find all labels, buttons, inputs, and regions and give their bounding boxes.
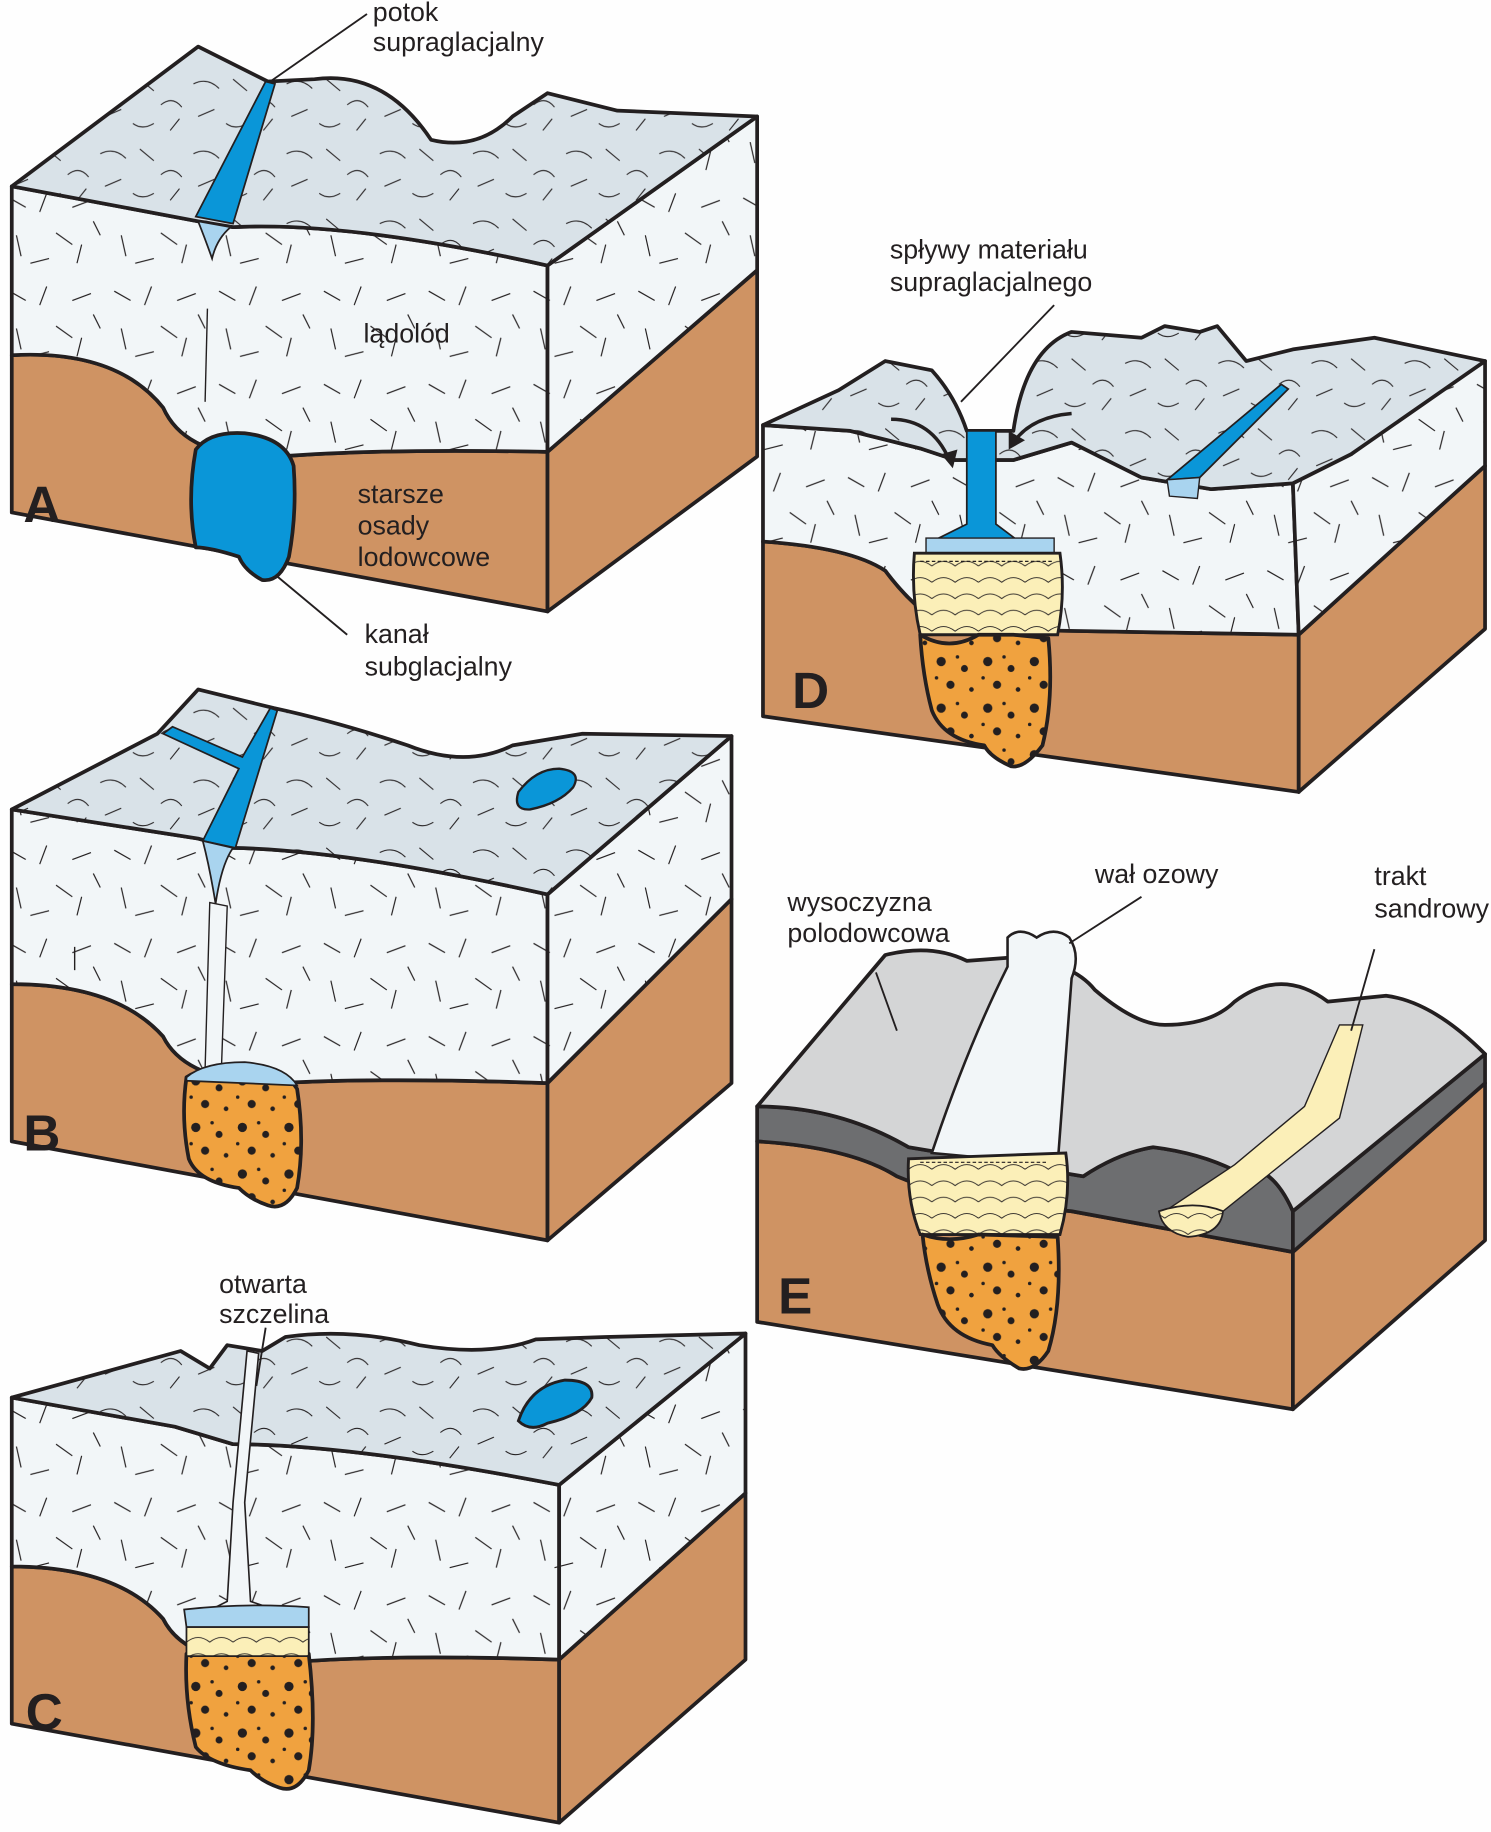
label-trakt-2: sandrowy: [1374, 894, 1489, 924]
panel-b-esker-gravel: [182, 1063, 304, 1209]
panel-a-subglacial-channel: [189, 431, 297, 583]
label-otwarta-1: otwarta: [219, 1269, 307, 1299]
panel-c-esker-water: [183, 1604, 310, 1628]
label-potok-2: supraglacjalny: [373, 27, 545, 57]
panel-c-esker-sand: [185, 1626, 310, 1658]
panel-e-esker-ridge: [930, 930, 1077, 1167]
label-starsze-3: lodowcowe: [358, 542, 490, 572]
label-potok-1: potok: [373, 0, 439, 27]
label-splywy-1: spływy materiału: [890, 235, 1088, 265]
panel-b: B: [9, 687, 734, 1243]
panel-b-supraglacial-lake: [515, 767, 577, 811]
panel-e-esker-sand: [906, 1151, 1070, 1236]
panel-d-esker-gravel: [918, 632, 1053, 769]
panel-d-stream-notch: [1166, 476, 1201, 500]
label-splywy-2: supraglacjalnego: [890, 267, 1092, 297]
panel-e-letter: E: [778, 1268, 812, 1325]
panel-c: C otwarta szczelina: [9, 1269, 748, 1825]
panel-b-esker-water: [185, 1061, 299, 1087]
panel-b-letter: B: [23, 1105, 60, 1162]
leader-splywy: [960, 304, 1055, 403]
label-trakt-1: trakt: [1374, 861, 1427, 891]
panel-e: E wysoczyzna polodowcowa wał ozowy trakt…: [755, 859, 1490, 1412]
panel-c-letter: C: [26, 1684, 63, 1741]
label-kanal-2: subglacjalny: [365, 651, 513, 681]
panel-a: A lądolód starsze osady lodowcowe potok …: [9, 0, 760, 681]
leader-trakt: [1350, 948, 1376, 1031]
panel-c-esker-gravel: [184, 1651, 315, 1791]
panel-d-letter: D: [792, 662, 829, 719]
leader-kanal: [276, 575, 348, 636]
label-wysoczyzna-1: wysoczyzna: [786, 887, 931, 917]
panel-a-supraglacial-stream: [194, 80, 277, 225]
leader-wysoczyzna: [875, 972, 898, 1032]
label-starsze-1: starsze: [358, 479, 444, 509]
panel-c-supraglacial-lake: [516, 1378, 594, 1429]
leader-wal: [1068, 896, 1142, 945]
panel-c-ice-top: [9, 1331, 748, 1487]
panel-a-letter: A: [23, 476, 60, 533]
panel-d-esker-sand: [911, 551, 1064, 637]
label-wysoczyzna-2: polodowcowa: [787, 918, 949, 948]
panel-e-sandur-fill: [1157, 1204, 1224, 1238]
panel-d: D spływy materiału supraglacjalnego: [761, 235, 1487, 794]
label-starsze-2: osady: [358, 511, 430, 541]
leader-potok: [269, 13, 368, 83]
leader-otwarta: [255, 1327, 267, 1387]
panel-e-esker-gravel: [920, 1232, 1061, 1371]
panel-a-stream-notch: [196, 220, 233, 262]
label-kanal-1: kanał: [365, 619, 429, 649]
label-ladolod: lądolód: [363, 318, 449, 348]
label-otwarta-2: szczelina: [219, 1299, 329, 1329]
panel-d-water-top: [925, 537, 1055, 554]
label-wal: wał ozowy: [1094, 859, 1219, 889]
